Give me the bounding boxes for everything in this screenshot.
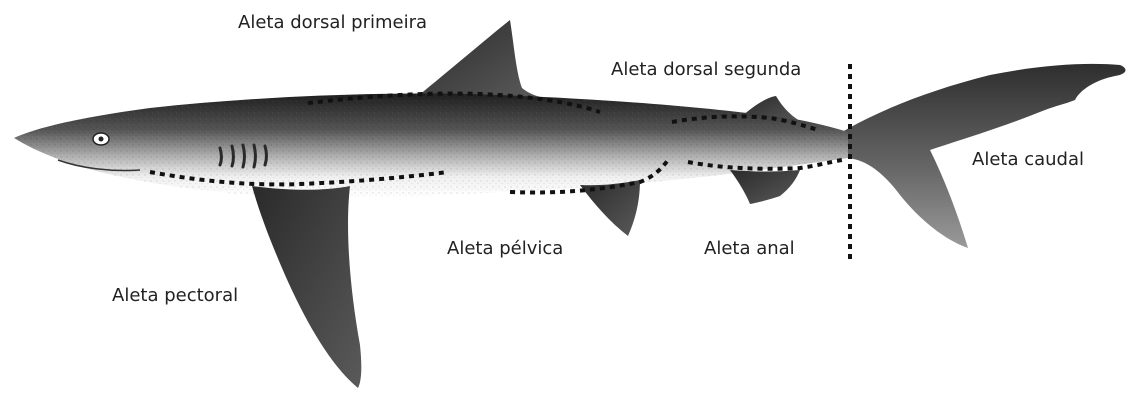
label-pectoral-fin: Aleta pectoral — [112, 287, 238, 305]
label-pelvic-fin: Aleta pélvica — [447, 240, 563, 258]
label-caudal-fin: Aleta caudal — [972, 151, 1084, 169]
pectoral-fin — [252, 186, 361, 388]
first-dorsal-fin — [418, 20, 540, 97]
label-anal-fin: Aleta anal — [704, 240, 795, 258]
eye — [93, 133, 109, 145]
label-first-dorsal-fin: Aleta dorsal primeira — [238, 14, 427, 32]
label-second-dorsal-fin: Aleta dorsal segunda — [611, 61, 801, 79]
anal-fin — [730, 170, 800, 204]
